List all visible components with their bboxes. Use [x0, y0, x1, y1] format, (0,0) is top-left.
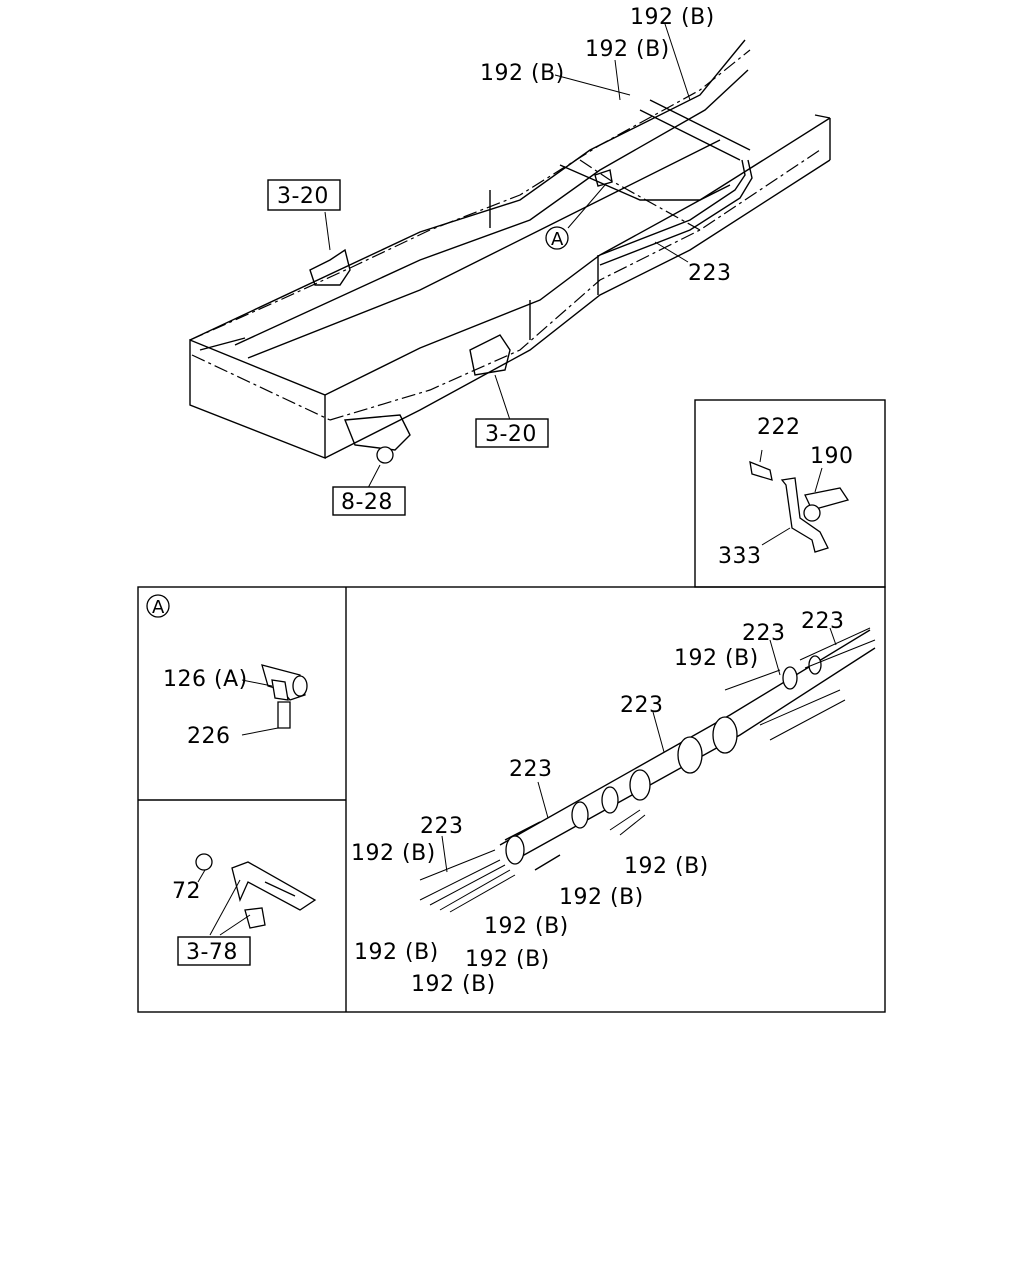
harness-223-1: 223 — [620, 693, 664, 718]
harness-223-4: 223 — [801, 609, 845, 634]
ref-3-20-a-label: 3-20 — [277, 184, 329, 209]
label-126a: 126 (A) — [163, 667, 248, 692]
harness-drawing — [419, 627, 876, 913]
label-190: 190 — [810, 444, 854, 469]
label-333: 333 — [718, 544, 762, 569]
ref-3-78-label: 3-78 — [186, 940, 238, 965]
harness-192b-5: 192 (B) — [484, 914, 569, 939]
label-222: 222 — [757, 415, 801, 440]
callout-223-top: 223 — [688, 261, 732, 286]
harness-192b-6: 192 (B) — [354, 940, 439, 965]
ref-box-8-28[interactable]: 8-28 — [332, 486, 406, 516]
harness-223-3: 223 — [742, 621, 786, 646]
label-72: 72 — [172, 879, 201, 904]
harness-192b-2: 192 (B) — [351, 841, 436, 866]
marker-a-top: A — [545, 226, 569, 250]
harness-223-2: 223 — [509, 757, 553, 782]
detail-a-panel: A — [146, 594, 308, 736]
harness-192b-1: 192 (B) — [674, 646, 759, 671]
bottom-panels — [137, 586, 886, 1013]
harness-192b-3: 192 (B) — [624, 854, 709, 879]
ref-box-3-20-a[interactable]: 3-20 — [267, 179, 341, 211]
ref-8-28-label: 8-28 — [341, 490, 393, 515]
top-leaders — [324, 23, 691, 489]
chassis-frame — [189, 39, 831, 464]
callout-192b-top3: 192 (B) — [480, 61, 565, 86]
marker-a-top-label: A — [551, 229, 564, 250]
callout-192b-top2: 192 (B) — [585, 37, 670, 62]
detail-clip-panel — [195, 853, 317, 936]
detail-a-marker: A — [152, 597, 165, 618]
label-226: 226 — [187, 724, 231, 749]
harness-192b-4: 192 (B) — [559, 885, 644, 910]
ref-3-20-b-label: 3-20 — [485, 422, 537, 447]
ref-box-3-78[interactable]: 3-78 — [177, 936, 251, 966]
harness-192b-8: 192 (B) — [411, 972, 496, 997]
harness-223-5: 223 — [420, 814, 464, 839]
callout-192b-top1: 192 (B) — [630, 5, 715, 30]
harness-192b-7: 192 (B) — [465, 947, 550, 972]
ref-box-3-20-b[interactable]: 3-20 — [475, 418, 549, 448]
bracket-detail-panel — [694, 399, 886, 588]
